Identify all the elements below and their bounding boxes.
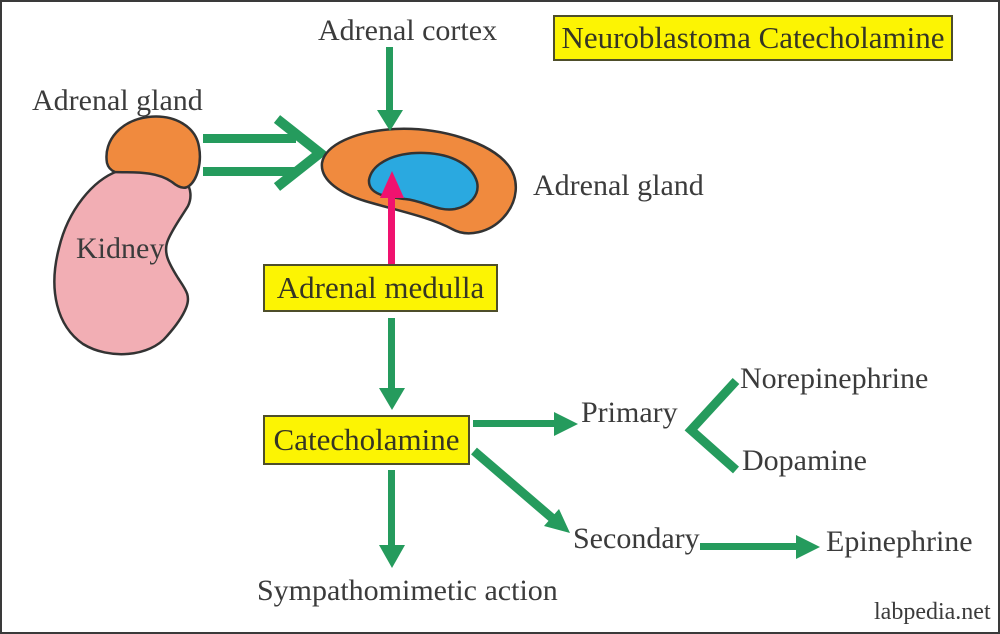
dopamine-label: Dopamine — [742, 444, 867, 477]
adrenal-gland-left-label: Adrenal gland — [32, 84, 203, 117]
watermark: labpedia.net — [874, 599, 991, 625]
adrenal-medulla-box: Adrenal medulla — [263, 264, 498, 312]
medulla-to-catecholamine-arrow — [379, 318, 405, 410]
adrenal-cortex-label: Adrenal cortex — [318, 14, 498, 47]
kidney-shape — [53, 168, 192, 356]
catecholamine-to-primary-arrow — [473, 412, 578, 436]
kidney-label: Kidney — [76, 232, 165, 265]
catecholamine-to-action-arrow — [379, 470, 405, 568]
norepinephrine-label: Norepinephrine — [740, 362, 929, 395]
primary-branch-bracket — [684, 377, 740, 474]
adrenal-cortex-arrow — [377, 47, 403, 131]
sympathomimetic-action-label: Sympathomimetic action — [257, 574, 558, 607]
catecholamine-to-secondary-arrow — [471, 447, 570, 533]
title-box: Neuroblastoma Catecholamine — [553, 15, 953, 61]
large-adrenal-gland-shape — [320, 127, 517, 235]
zoom-double-arrow-icon — [203, 115, 329, 191]
catecholamine-box: Catecholamine — [263, 415, 470, 465]
primary-label: Primary — [581, 396, 678, 429]
adrenal-medulla-arrow — [380, 171, 404, 264]
small-adrenal-gland-shape — [105, 115, 202, 190]
secondary-label: Secondary — [573, 522, 700, 555]
epinephrine-label: Epinephrine — [826, 525, 973, 558]
adrenal-gland-right-label: Adrenal gland — [533, 169, 704, 202]
secondary-to-epinephrine-arrow — [700, 535, 820, 559]
